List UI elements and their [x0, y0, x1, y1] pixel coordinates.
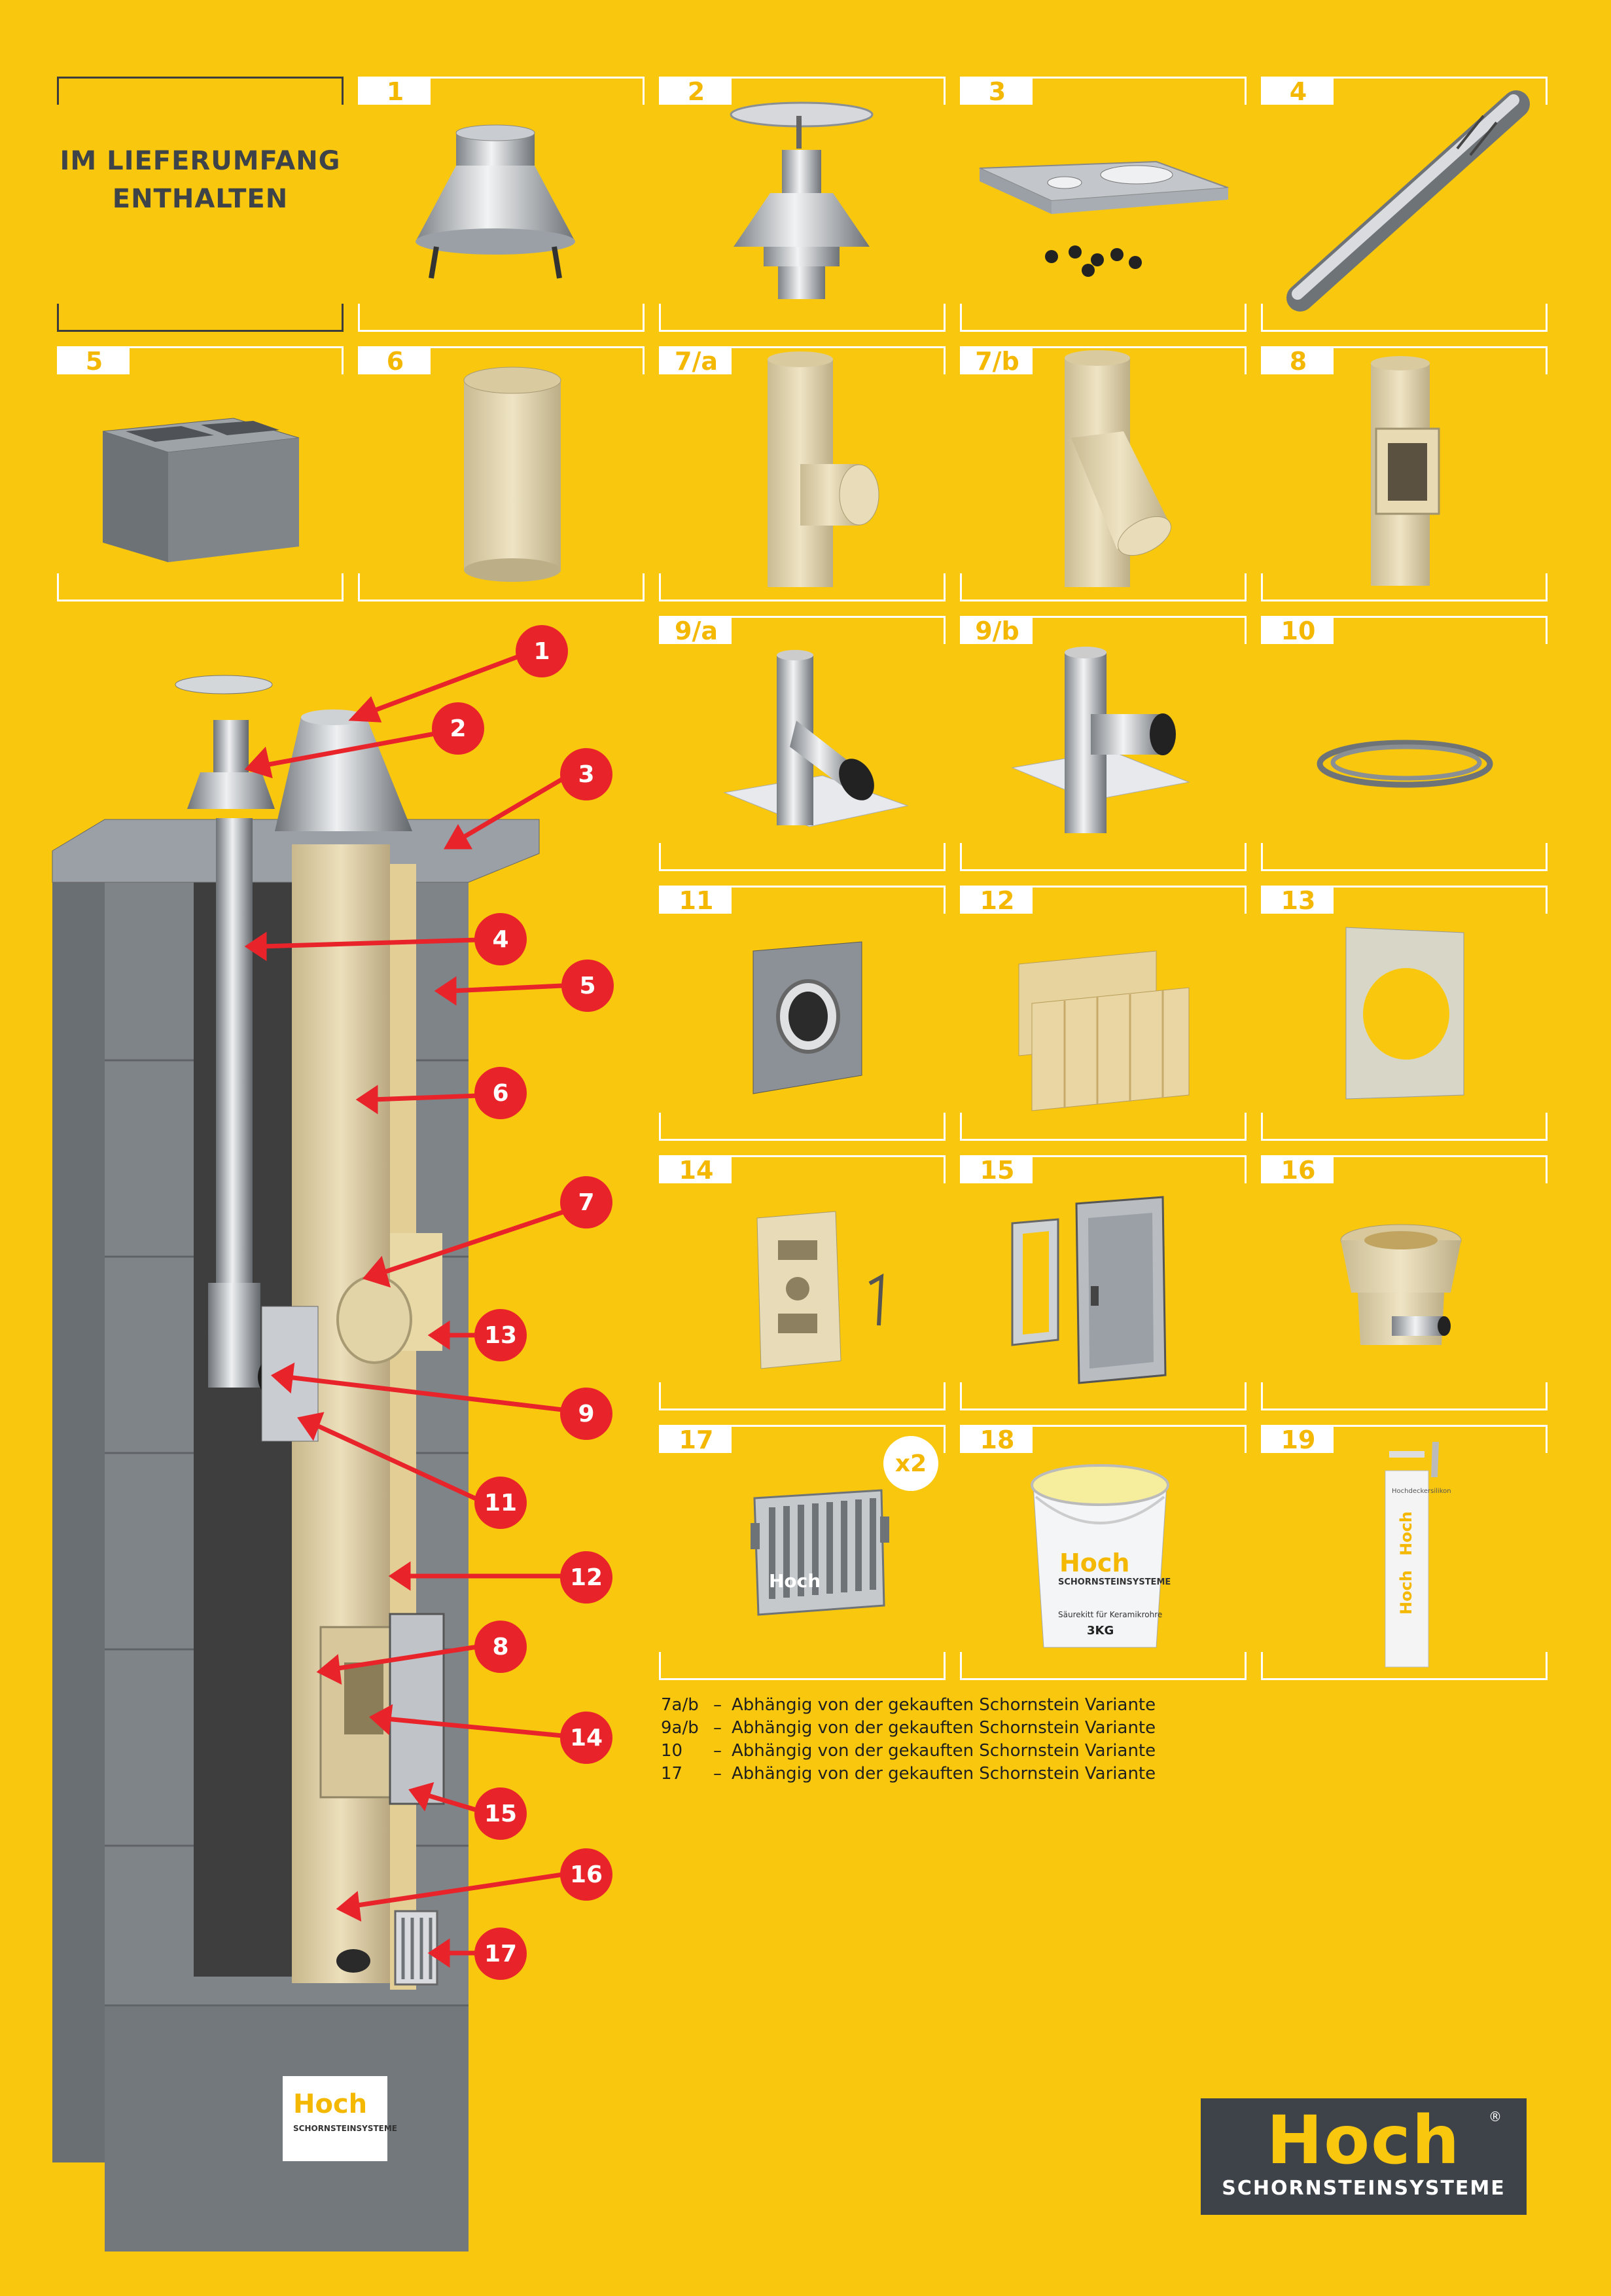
callout-8: 8 [474, 1621, 527, 1673]
product-cell-9b: 9/b [960, 616, 1247, 871]
product-cell-11: 11 [659, 886, 946, 1141]
product-label: 3 [962, 77, 1033, 106]
svg-text:SCHORNSTEINSYSTEME: SCHORNSTEINSYSTEME [1058, 1577, 1171, 1587]
chimney-block-image [102, 418, 300, 562]
product-cell-13: 13 [1261, 886, 1548, 1141]
condensate-base-image [1340, 1224, 1462, 1345]
product-label: 8 [1263, 347, 1334, 376]
product-label: 6 [360, 347, 431, 376]
product-label: 16 [1263, 1156, 1334, 1185]
callout-5: 5 [561, 960, 614, 1012]
product-label: 5 [59, 347, 130, 376]
svg-text:Hoch: Hoch [293, 2089, 367, 2119]
acid-cement-bucket-image: Hoch SCHORNSTEINSYSTEME Säurekitt für Ke… [1031, 1464, 1171, 1648]
callout-9: 9 [560, 1388, 612, 1440]
product-label: 17 [661, 1426, 732, 1454]
svg-text:Hoch: Hoch [1397, 1570, 1415, 1615]
product-label: 9/a [661, 617, 732, 645]
wall-plate-image [752, 941, 862, 1094]
notes-list: 7a/b–Abhängig von der gekauften Schornst… [661, 1694, 1156, 1785]
insulation-boards-image [1018, 950, 1190, 1111]
callout-11: 11 [474, 1477, 527, 1529]
silicone-cartridge-image: Hochdeckersilikon Hoch Hoch [1385, 1442, 1451, 1668]
product-label: 2 [661, 77, 732, 106]
callout-15: 15 [474, 1787, 527, 1840]
product-label: 10 [1263, 617, 1334, 645]
steel-tee-connector-image [723, 650, 909, 827]
callout-7: 7 [560, 1176, 612, 1229]
callout-14: 14 [560, 1712, 612, 1764]
product-cell-15: 15 [960, 1155, 1247, 1410]
product-label: 9/b [962, 617, 1033, 645]
product-cell-1: 1 [358, 77, 645, 332]
svg-text:Hochdeckersilikon: Hochdeckersilikon [1392, 1488, 1451, 1495]
cover-plate-image [979, 160, 1229, 277]
ceramic-angled-pipe-image [1065, 350, 1171, 587]
quantity-badge: x2 [883, 1436, 938, 1491]
callout-13: 13 [474, 1309, 527, 1361]
note-row: 9a/b–Abhängig von der gekauften Schornst… [661, 1718, 1156, 1738]
chimney-cap-cone-image [416, 124, 575, 279]
product-cell-9a: 9/a [659, 616, 946, 871]
callout-4: 4 [474, 913, 527, 965]
steel-straight-tee-image [1011, 647, 1190, 833]
product-cell-17: 17 Hoch [659, 1425, 946, 1680]
callout-2: 2 [432, 702, 484, 755]
product-label: 18 [962, 1426, 1033, 1454]
product-label: 12 [962, 886, 1033, 915]
product-cell-12: 12 [960, 886, 1247, 1141]
ventilation-grate-image: Hoch [751, 1489, 889, 1616]
product-label: 14 [661, 1156, 732, 1185]
callout-16: 16 [560, 1848, 612, 1901]
product-cell-8: 8 [1261, 346, 1548, 601]
ceramic-cleanout-frame-image [756, 1211, 884, 1369]
product-cell-7b: 7/b [960, 346, 1247, 601]
callout-12: 12 [560, 1551, 612, 1604]
product-label: 7/b [962, 347, 1033, 376]
product-label: 1 [360, 77, 431, 106]
svg-text:Säurekitt für Keramikrohre: Säurekitt für Keramikrohre [1058, 1610, 1162, 1619]
product-label: 11 [661, 886, 732, 915]
product-cell-14: 14 [659, 1155, 946, 1410]
ceramic-inspection-pipe-image [1371, 356, 1440, 586]
callout-17: 17 [474, 1928, 527, 1980]
product-cell-4: 4 [1261, 77, 1548, 332]
svg-text:3KG: 3KG [1087, 1624, 1114, 1638]
svg-text:Hoch: Hoch [1059, 1549, 1130, 1577]
product-cell-19: 19 Hochdeckersilikon Hoch Hoch [1261, 1425, 1548, 1680]
callout-3: 3 [560, 748, 612, 800]
product-cell-5: 5 [57, 346, 344, 601]
product-label: 4 [1263, 77, 1334, 106]
product-label: 15 [962, 1156, 1033, 1185]
sealing-cord-image [1317, 740, 1493, 788]
fibre-board-image [1345, 927, 1464, 1100]
note-row: 17–Abhängig von der gekauften Schornstei… [661, 1764, 1156, 1784]
product-label: 7/a [661, 347, 732, 376]
product-cell-18: 18 Hoch SCHORNSTEINSYSTEME Säurekitt für… [960, 1425, 1247, 1680]
product-label: 13 [1263, 886, 1334, 915]
product-cell-16: 16 [1261, 1155, 1548, 1410]
cleanout-door-image [1011, 1196, 1167, 1384]
callout-6: 6 [474, 1067, 527, 1119]
svg-text:Hoch: Hoch [769, 1570, 821, 1592]
svg-text:Hoch: Hoch [1397, 1511, 1415, 1556]
product-cell-2: 2 [659, 77, 946, 332]
ceramic-tee-pipe-image [768, 351, 879, 587]
note-row: 10–Abhängig von der gekauften Schornstei… [661, 1741, 1156, 1761]
product-cell-3: 3 [960, 77, 1247, 332]
note-row: 7a/b–Abhängig von der gekauften Schornst… [661, 1695, 1156, 1715]
svg-text:SCHORNSTEINSYSTEME: SCHORNSTEINSYSTEME [293, 2124, 397, 2133]
callout-1: 1 [516, 625, 568, 677]
rain-cap-image [730, 101, 874, 299]
flexible-steel-pipe-image [1286, 90, 1530, 312]
ceramic-pipe-image [463, 367, 561, 582]
product-cell-10: 10 [1261, 616, 1548, 871]
product-cell-6: 6 [358, 346, 645, 601]
product-label: 19 [1263, 1426, 1334, 1454]
product-cell-7a: 7/a [659, 346, 946, 601]
hoch-logo: ® Hoch SCHORNSTEINSYSTEME [1201, 2098, 1527, 2215]
